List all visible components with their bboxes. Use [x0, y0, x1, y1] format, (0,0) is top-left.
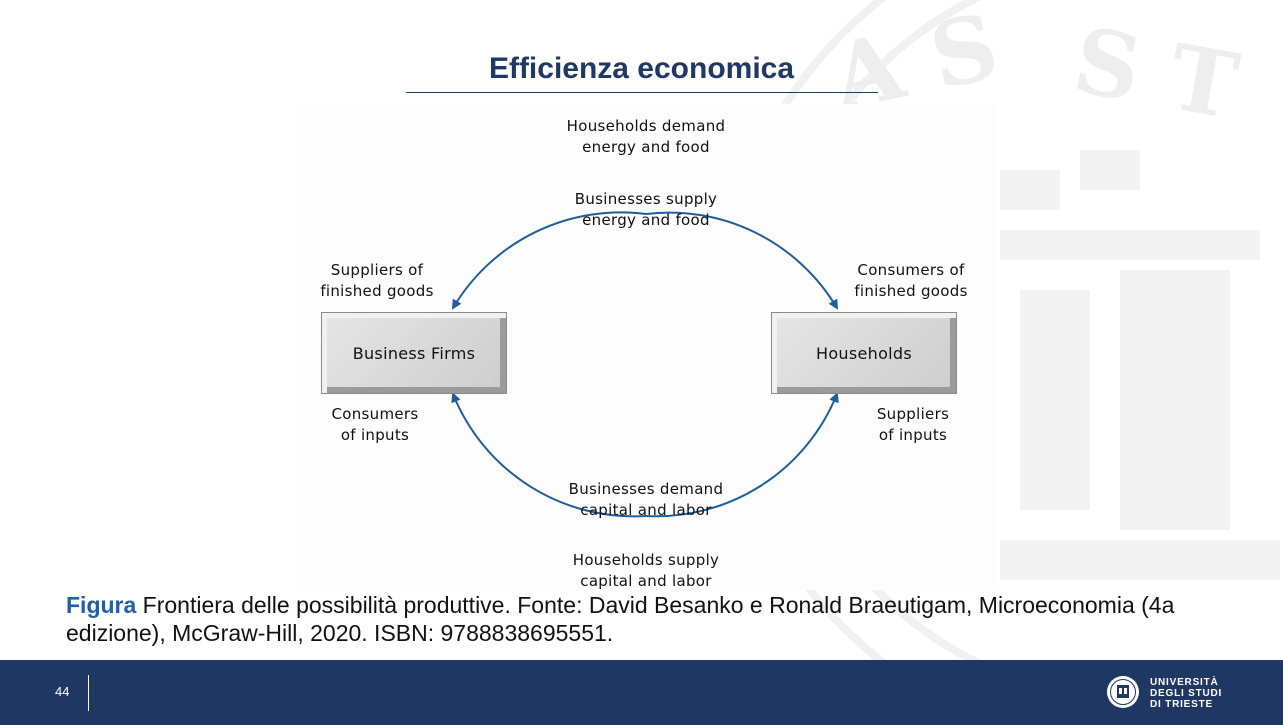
figure-caption: Figura Frontiera delle possibilità produ…	[66, 591, 1246, 647]
label-businesses-demand-capital: Businesses demand capital and labor	[568, 480, 724, 519]
slide-title: Efficienza economica	[488, 52, 795, 85]
caption-text: Frontiera delle possibilità produttive. …	[66, 592, 1175, 646]
caption-prefix: Figura	[66, 592, 137, 618]
page-number: 44	[55, 684, 70, 699]
label-households-supply-capital: Households supply capital and labor	[572, 551, 720, 590]
label-suppliers-finished-goods: Suppliers of finished goods	[320, 261, 434, 300]
label-households-demand-energy: Households demand energy and food	[566, 117, 726, 156]
arrow-top-to-firms	[451, 211, 647, 310]
logo-line-1: UNIVERSITÀ	[1150, 677, 1219, 688]
title-underline	[406, 92, 878, 93]
arrow-bottom-to-households	[645, 392, 839, 518]
label-businesses-supply-energy: Businesses supply energy and food	[574, 190, 718, 229]
label-consumers-of-inputs: Consumers of inputs	[331, 405, 419, 444]
logo-line-3: DI TRIESTE	[1150, 699, 1214, 710]
circular-flow-diagram: Households demand energy and food Busine…	[296, 104, 996, 590]
label-suppliers-of-inputs: Suppliers of inputs	[876, 405, 950, 444]
arrow-top-to-households	[645, 211, 839, 310]
page-divider	[88, 675, 89, 711]
university-logo: UNIVERSITÀ DEGLI STUDI DI TRIESTE	[1106, 675, 1256, 711]
business-firms-box: Business Firms	[321, 312, 507, 394]
logo-line-2: DEGLI STUDI	[1150, 688, 1223, 699]
flow-arrows	[451, 211, 839, 518]
label-consumers-finished-goods: Consumers of finished goods	[854, 261, 968, 300]
footer-bar: 44 UNIVERSITÀ DEGLI STUDI DI TRIESTE	[0, 660, 1283, 725]
arrow-bottom-to-firms	[451, 392, 647, 518]
households-box: Households	[771, 312, 957, 394]
university-seal-icon	[1107, 676, 1139, 708]
